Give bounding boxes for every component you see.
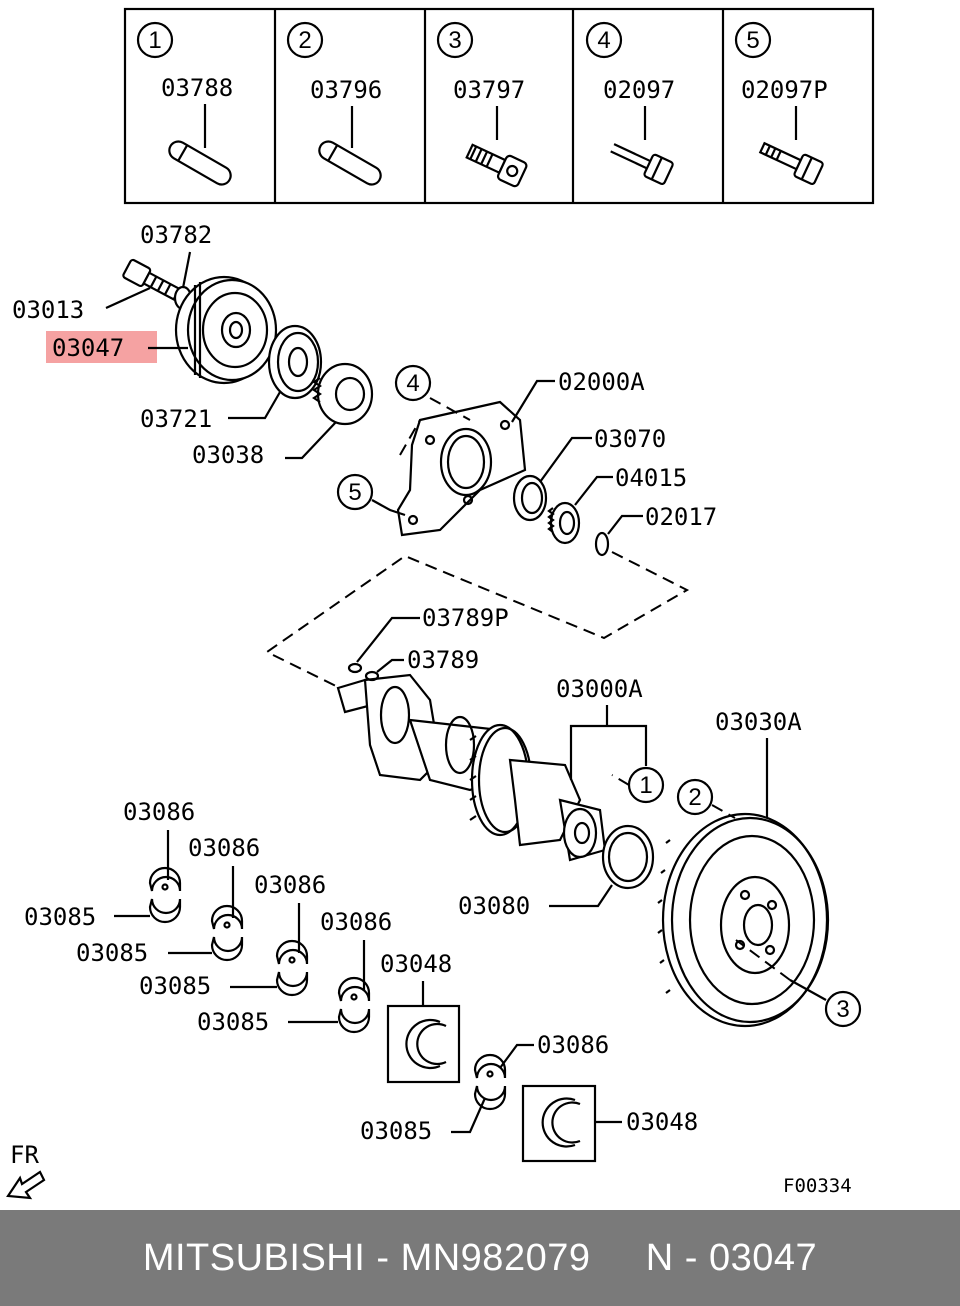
callout-2-circle xyxy=(676,778,714,816)
callout-4: 4 xyxy=(406,370,419,397)
table-part-4: 02097 xyxy=(603,76,675,104)
table-part-5: 02097P xyxy=(741,76,828,104)
dowel-pin-icon xyxy=(168,140,232,186)
bolt-icon xyxy=(465,143,528,188)
table-cell-5: 5 02097P xyxy=(734,21,828,185)
bearing-4 xyxy=(337,976,371,1034)
flange-bolt-icon xyxy=(610,143,674,185)
dowel-pin-icon xyxy=(318,140,382,186)
pulley-bolt xyxy=(122,258,181,301)
callout-3: 3 xyxy=(836,996,849,1023)
table-index-4: 4 xyxy=(597,27,610,54)
label-03782: 03782 xyxy=(140,221,212,249)
rear-seal xyxy=(512,474,548,522)
label-03047: 03047 xyxy=(52,334,124,362)
footer-bar: MITSUBISHI - MN982079 N - 03047 xyxy=(0,1210,960,1306)
thrust-washer-box-2 xyxy=(521,1084,597,1163)
label-03086-4: 03086 xyxy=(320,908,392,936)
label-03085-3: 03085 xyxy=(139,972,211,1000)
label-03086-3: 03086 xyxy=(254,871,326,899)
label-03721: 03721 xyxy=(140,405,212,433)
front-case xyxy=(396,397,527,537)
label-03085-1: 03085 xyxy=(24,903,96,931)
plug-03789 xyxy=(364,670,380,682)
table-part-3: 03797 xyxy=(453,76,525,104)
table-part-2: 03796 xyxy=(310,76,382,104)
callout-4-circle xyxy=(394,364,432,402)
label-03789: 03789 xyxy=(407,646,479,674)
label-03000A: 03000A xyxy=(556,675,643,703)
bearing-3 xyxy=(275,939,309,997)
label-03086-5: 03086 xyxy=(537,1031,609,1059)
pulley-assembly: 03782 03013 03047 03721 0 xyxy=(12,221,374,469)
crank-gear xyxy=(312,362,374,426)
sensor-plate xyxy=(547,501,581,545)
label-04015: 04015 xyxy=(615,464,687,492)
footer-part-info: MITSUBISHI - MN982079 N - 03047 xyxy=(142,1236,818,1279)
table-index-3: 3 xyxy=(448,27,461,54)
flywheel xyxy=(657,812,830,1028)
direction-label: FR xyxy=(10,1141,39,1169)
label-03030A: 03030A xyxy=(715,708,802,736)
table-cell-3: 3 03797 xyxy=(436,21,528,188)
table-part-1: 03788 xyxy=(161,74,233,102)
table-cell-1: 1 03788 xyxy=(136,21,233,186)
label-03048-1: 03048 xyxy=(380,950,452,978)
callout-5: 5 xyxy=(348,479,361,506)
table-index-2: 2 xyxy=(298,27,311,54)
bearing-2 xyxy=(210,904,244,962)
label-03789P: 03789P xyxy=(422,604,509,632)
label-03085-4: 03085 xyxy=(197,1008,269,1036)
label-03070: 03070 xyxy=(594,425,666,453)
table-index-5: 5 xyxy=(746,27,759,54)
callout-5-circle xyxy=(336,473,374,511)
flange-bolt-icon xyxy=(758,141,824,185)
bearing-set: 03086 03085 03086 03085 03086 03085 xyxy=(24,798,609,1145)
label-03038: 03038 xyxy=(192,441,264,469)
callout-1: 1 xyxy=(639,772,652,799)
table-index-1: 1 xyxy=(148,27,161,54)
thrust-washer-box-1 xyxy=(386,1004,461,1084)
front-arrow-icon xyxy=(6,1170,46,1200)
crankshaft xyxy=(336,673,607,862)
parts-diagram: 1 03788 2 03796 3 03797 xyxy=(6,7,875,1200)
figure-code: F00334 xyxy=(783,1175,852,1197)
crank-rear-ring xyxy=(601,824,655,890)
fastener-table: 1 03788 2 03796 3 03797 xyxy=(123,7,875,205)
damper-pulley xyxy=(174,275,278,385)
label-03085-5: 03085 xyxy=(360,1117,432,1145)
label-03080: 03080 xyxy=(458,892,530,920)
highlight-03047 xyxy=(46,331,157,363)
label-03086-1: 03086 xyxy=(123,798,195,826)
bearing-5 xyxy=(473,1053,507,1111)
oil-seal-front xyxy=(267,324,323,400)
callout-2: 2 xyxy=(688,784,701,811)
label-02000A: 02000A xyxy=(558,368,645,396)
label-02017: 02017 xyxy=(645,503,717,531)
table-cell-2: 2 03796 xyxy=(286,21,382,186)
table-cell-4: 4 02097 xyxy=(585,21,675,185)
bearing-1 xyxy=(148,866,182,924)
label-03048-2: 03048 xyxy=(626,1108,698,1136)
plug-03789P xyxy=(347,662,363,674)
label-03013: 03013 xyxy=(12,296,84,324)
snap-ring xyxy=(594,531,610,557)
label-03086-2: 03086 xyxy=(188,834,260,862)
label-03085-2: 03085 xyxy=(76,939,148,967)
callout-3-circle xyxy=(824,990,862,1028)
